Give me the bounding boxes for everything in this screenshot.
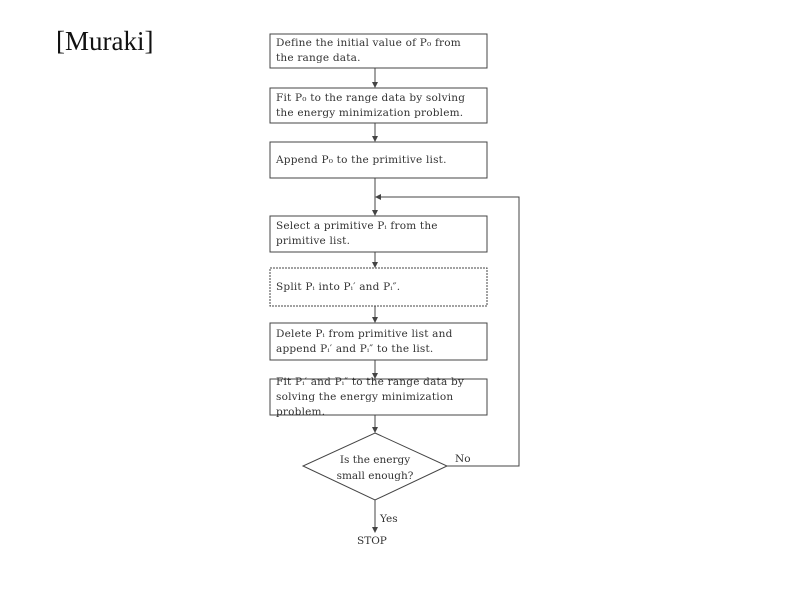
step-fit-split: Fit Pᵢ′ and Pᵢ″ to the range data by sol… <box>276 375 464 418</box>
step-append-p0: Append P₀ to the primitive list. <box>276 153 447 166</box>
decision-text: Is the energy small enough? <box>336 454 414 482</box>
step-split-primitive: Split Pᵢ into Pᵢ′ and Pᵢ″. <box>276 280 401 293</box>
stop-label: STOP <box>357 535 387 547</box>
step-select-primitive: Select a primitive Pᵢ from the primitive… <box>276 220 438 247</box>
yes-label: Yes <box>380 513 398 525</box>
step-delete-append: Delete Pᵢ from primitive list and append… <box>276 327 453 355</box>
step-box-3 <box>269 141 488 179</box>
step-box-1 <box>269 33 488 69</box>
no-label: No <box>455 453 471 465</box>
step-box-7 <box>269 378 488 416</box>
step-fit-p0: Fit P₀ to the range data by solving the … <box>276 91 466 119</box>
step-box-2 <box>269 87 488 124</box>
step-box-4 <box>269 215 488 253</box>
step-box-6 <box>269 322 488 361</box>
slide-title: [Muraki] <box>56 26 154 56</box>
step-box-5 <box>269 267 488 307</box>
step-define-initial: Define the initial value of P₀ from the … <box>276 37 461 64</box>
loop-back-arrow <box>375 194 520 467</box>
